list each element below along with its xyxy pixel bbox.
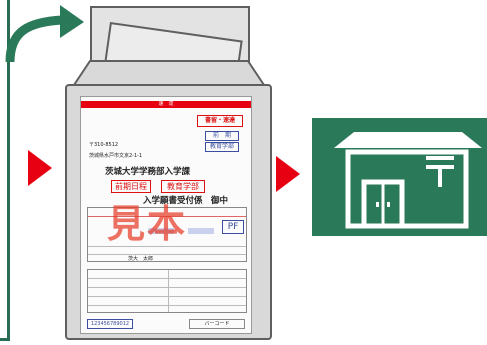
- barcode-label: バーコード: [204, 321, 230, 327]
- postal-mark-icon: [426, 156, 454, 187]
- postal-code: 〒310-8512: [89, 142, 119, 148]
- tracking-number: 123456789012: [87, 319, 133, 329]
- curved-arrow-icon: [5, 5, 84, 63]
- red-arrow-icon: [28, 150, 52, 186]
- desk-name: 入学願書受付係 御中: [143, 196, 229, 206]
- post-office-building: [334, 132, 482, 229]
- previous-step-frame: [0, 0, 10, 341]
- recipient: 茨城大学学務部入学課: [105, 167, 191, 177]
- sample-watermark: 見本: [107, 201, 188, 246]
- address-form: 速 達 書留・速達 前 期 教育学部 〒310-8512 茨城県水戸市文京2-1…: [80, 96, 252, 334]
- barcode-box: バーコード: [189, 319, 245, 329]
- side-box-faculty: 教育学部: [205, 142, 239, 152]
- pf-mark: PF: [222, 220, 244, 234]
- address: 茨城県水戸市文京2-1-1: [89, 153, 143, 159]
- side-box-period: 前 期: [205, 131, 239, 141]
- exam-schedule-box: 前期日程: [111, 180, 151, 193]
- sender-section: [87, 269, 247, 313]
- red-arrow-icon: [276, 156, 300, 192]
- applicant-section: PF 茨大 太郎: [87, 207, 247, 262]
- express-header-bar: 速 達: [81, 101, 251, 108]
- envelope-flap: [69, 60, 269, 92]
- applicant-name: 茨大 太郎: [128, 256, 154, 262]
- faculty-box: 教育学部: [161, 180, 205, 193]
- registered-express-stamp: 書留・速達: [197, 115, 243, 127]
